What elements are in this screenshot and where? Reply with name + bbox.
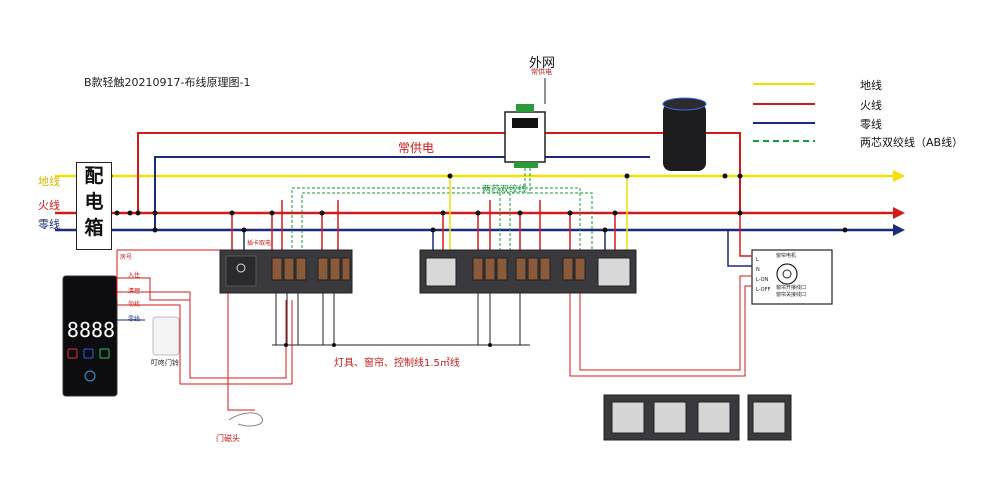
neutral-wire-label: 零线 bbox=[38, 218, 60, 231]
curtain-motor-dot bbox=[782, 269, 792, 279]
diagram-title: B款轻触20210917-布线原理图-1 bbox=[84, 76, 251, 89]
panel2-drops bbox=[432, 176, 628, 250]
doorplate-btn-green bbox=[99, 348, 110, 359]
curtain-motor-title: 窗帘电机 bbox=[776, 253, 797, 259]
ground-wire-label: 地线 bbox=[38, 175, 60, 188]
curtain-on-wire bbox=[579, 275, 752, 371]
door-sensor-wire bbox=[227, 293, 255, 411]
door-sensor-label: 门磁头 bbox=[216, 434, 240, 443]
curtain-live-wire bbox=[739, 213, 752, 257]
twisted-pair-lines bbox=[291, 168, 593, 250]
gateway-screen bbox=[512, 118, 538, 128]
gateway-live-out bbox=[545, 132, 741, 213]
always-power-live bbox=[137, 132, 505, 213]
doorbell-label: 叮咚门铃 bbox=[151, 359, 179, 367]
junction-dots bbox=[107, 173, 848, 347]
doorplate-term-checkin: 入住 bbox=[128, 272, 141, 279]
twisted-pair-label: 两芯双绞线 bbox=[482, 185, 528, 195]
curtain-motor-ring bbox=[776, 263, 798, 285]
doorbell-device bbox=[152, 316, 180, 356]
always-power-neutral bbox=[154, 156, 505, 230]
dist-char-2: 电 bbox=[84, 191, 104, 213]
legend-neutral-label: 零线 bbox=[860, 118, 882, 131]
door-sensor-cable bbox=[228, 412, 264, 427]
panel2-sockets bbox=[425, 257, 631, 287]
live-arrow bbox=[893, 207, 905, 219]
smart-speaker bbox=[663, 103, 706, 171]
live-wire-label: 火线 bbox=[38, 199, 60, 212]
panel2-keys bbox=[472, 257, 586, 281]
curtain-off-wire bbox=[569, 285, 752, 377]
doorplate-term-clean: 清理 bbox=[128, 288, 141, 295]
legend-ground-label: 地线 bbox=[860, 79, 882, 92]
external-network-title: 外网 bbox=[529, 56, 556, 71]
doorplate-term-neutral: 零线 bbox=[128, 316, 141, 323]
legend-live-label: 火线 bbox=[860, 99, 882, 112]
socket-panel-triple-faces bbox=[611, 401, 731, 434]
panel1-keys bbox=[271, 257, 351, 281]
panel1-drops bbox=[231, 200, 339, 250]
external-network-sub: 常供电 bbox=[531, 68, 552, 76]
neutral-arrow bbox=[893, 224, 905, 236]
card-slot bbox=[225, 255, 257, 287]
curtain-term-n: N bbox=[756, 267, 760, 273]
card-switch-label: 插卡取电 bbox=[247, 240, 272, 247]
distribution-box: 配 电 箱 bbox=[76, 162, 112, 250]
legend-twisted-label: 两芯双绞线（AB线） bbox=[860, 136, 964, 149]
doorplate-display: 8888 bbox=[66, 318, 116, 342]
curtain-term-l: L bbox=[756, 257, 759, 263]
ground-arrow bbox=[893, 170, 905, 182]
speaker-top bbox=[662, 97, 707, 111]
doorplate-btn-red bbox=[67, 348, 78, 359]
doorplate-bell-icon bbox=[84, 370, 96, 382]
light-output-lines bbox=[272, 293, 530, 346]
gateway-terminal-top bbox=[516, 104, 534, 112]
curtain-neutral-wire bbox=[727, 230, 752, 267]
doorplate-device bbox=[62, 275, 118, 397]
curtain-note-open: 窗帘开接线口 bbox=[776, 285, 807, 291]
doorplate-term-room: 房号 bbox=[120, 254, 133, 261]
panel-wiring-note: 灯具、窗帘、控制线1.5㎡线 bbox=[334, 358, 460, 369]
socket-panel-single-face bbox=[752, 401, 786, 434]
doorplate-wires bbox=[116, 249, 293, 385]
dist-char-1: 配 bbox=[84, 165, 104, 187]
card-slot-led bbox=[236, 263, 246, 273]
always-power-label: 常供电 bbox=[398, 141, 435, 155]
doorplate-term-dnd: 勿扰 bbox=[128, 301, 141, 308]
curtain-term-on: L-ON bbox=[756, 277, 769, 283]
curtain-term-off: L-OFF bbox=[756, 287, 771, 293]
gateway-terminal-bottom bbox=[514, 162, 538, 168]
doorplate-btn-blue bbox=[83, 348, 94, 359]
curtain-note-close: 窗帘关接线口 bbox=[776, 292, 807, 298]
dist-char-3: 箱 bbox=[84, 217, 104, 239]
curtain-motor-box bbox=[751, 249, 833, 305]
